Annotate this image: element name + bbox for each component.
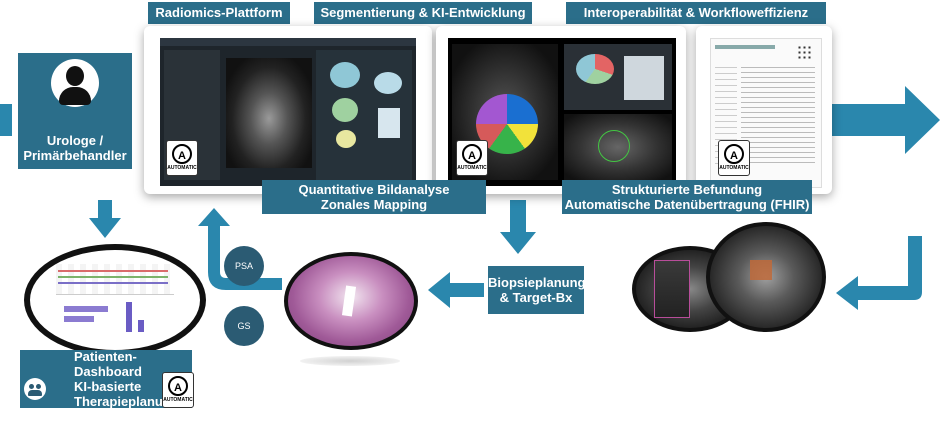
automatic-logo: A AUTOMATIC	[162, 372, 194, 408]
arrow-return-right	[836, 236, 922, 310]
actor-card: Urologe / Primärbehandler	[18, 53, 132, 169]
histology-shadow	[300, 356, 400, 366]
header-interop: Interoperabilität & Workfloweffizienz	[566, 2, 826, 24]
caption-reporting: Strukturierte Befundung Automatische Dat…	[562, 180, 812, 214]
automatic-logo-icon: A	[168, 376, 188, 396]
header-radiomics: Radiomics-Plattform	[148, 2, 290, 24]
gs-bubble: GS	[224, 306, 264, 346]
header-segmentation: Segmentierung & KI-Entwicklung	[314, 2, 532, 24]
radiomics-screenshot	[160, 38, 416, 186]
automatic-logo: A AUTOMATIC	[718, 140, 750, 176]
doctor-icon	[51, 59, 99, 107]
automatic-logo-icon: A	[724, 144, 744, 164]
dashboard-image	[24, 244, 206, 356]
arrow-main-right	[832, 86, 940, 154]
mri-image-front	[706, 222, 826, 332]
arrow-actor-down	[89, 200, 121, 238]
radiomics-card: A AUTOMATIC	[144, 26, 432, 194]
automatic-logo-icon: A	[172, 144, 192, 164]
caption-biopsy: Biopsieplanung & Target-Bx	[488, 266, 586, 314]
automatic-logo: A AUTOMATIC	[166, 140, 198, 176]
arrow-analysis-down	[500, 200, 536, 254]
interop-card: A AUTOMATIC	[696, 26, 832, 194]
histology-image	[284, 252, 418, 350]
arrow-biopsy-left	[428, 272, 484, 308]
people-group-icon	[24, 378, 46, 400]
automatic-logo-icon: A	[462, 144, 482, 164]
actor-label-1: Urologe /	[46, 133, 104, 148]
actor-label-2: Primärbehandler	[23, 148, 127, 163]
automatic-logo: A AUTOMATIC	[456, 140, 488, 176]
caption-analysis: Quantitative Bildanalyse Zonales Mapping	[262, 180, 486, 214]
segmentation-card: A AUTOMATIC	[436, 26, 686, 194]
arrow-entry-left	[0, 104, 12, 136]
psa-bubble: PSA	[224, 246, 264, 286]
arrow-loop-up	[198, 208, 282, 290]
